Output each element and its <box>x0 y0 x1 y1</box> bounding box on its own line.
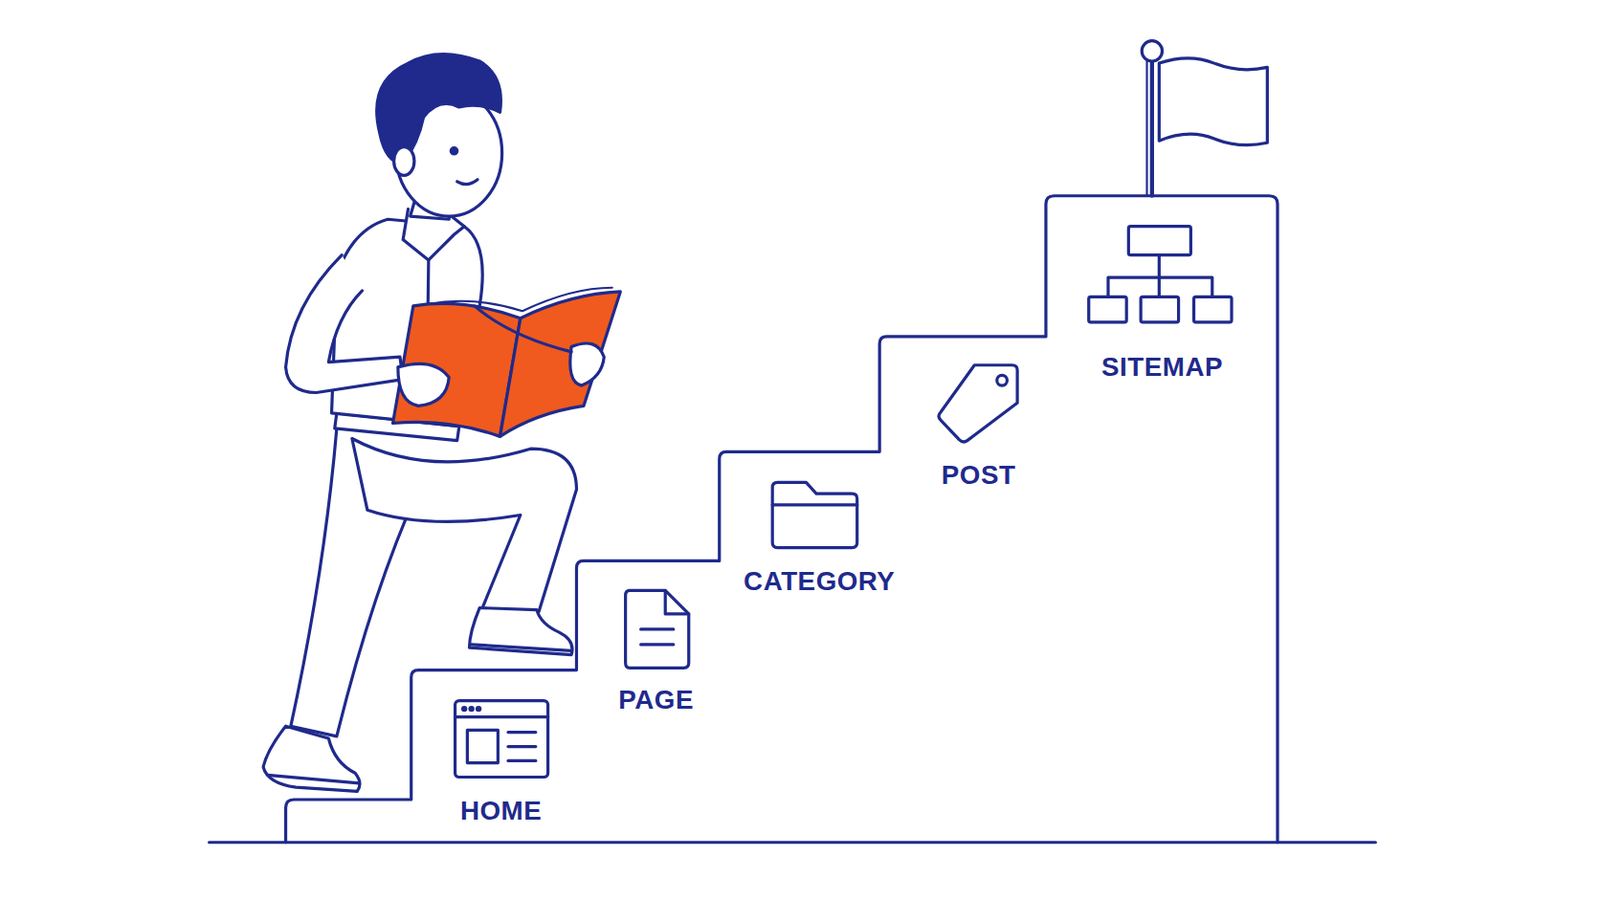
step-label: CATEGORY <box>743 565 895 598</box>
step-label: POST <box>941 459 1017 491</box>
step-label: HOME <box>460 795 542 827</box>
step-label: PAGE <box>618 684 694 716</box>
step-label: SITEMAP <box>1101 351 1223 383</box>
